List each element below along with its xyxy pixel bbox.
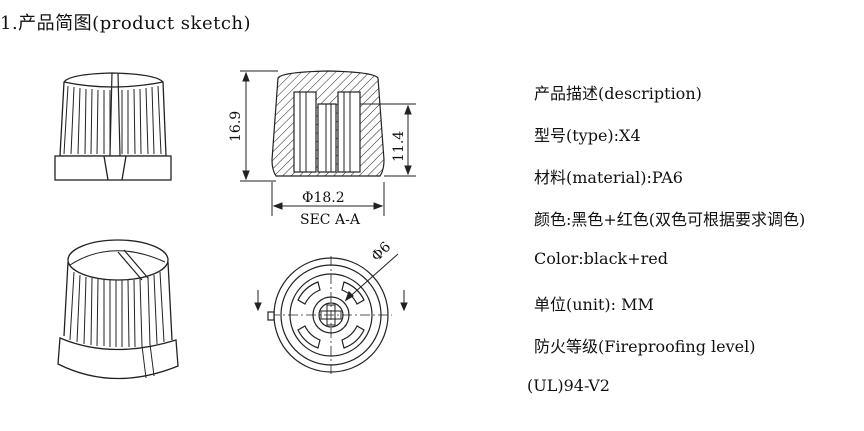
knob-perspective-view (57, 239, 179, 380)
section-markers (254, 290, 408, 312)
page-title: 1.产品简图(product sketch) (0, 13, 252, 34)
product-sketch: 16.9 11.4 Φ18.2 SEC A-A (54, 70, 416, 380)
spec-fireproof-grade: (UL)94-V2 (527, 376, 610, 395)
spec-description: 产品描述(description) (534, 84, 702, 103)
inner-height-dimension-label: 11.4 (391, 131, 407, 162)
height-dimension (240, 70, 278, 182)
spec-fireproof: 防火等级(Fireproofing level) (534, 337, 756, 356)
knob-front-view (54, 72, 172, 181)
spec-unit: 单位(unit): MM (534, 295, 654, 314)
spec-color-en: Color:black+red (534, 249, 668, 268)
height-dimension-label: 16.9 (228, 111, 244, 142)
spec-color-cn: 颜色:黑色+红色(双色可根据要求调色) (534, 210, 806, 229)
knob-bottom-view (267, 253, 399, 374)
diameter-dimension-label: Φ18.2 (302, 190, 345, 206)
spec-type: 型号(type):X4 (534, 126, 641, 145)
diameter-dimension (271, 182, 385, 216)
inner-height-dimension (360, 103, 416, 177)
spec-material: 材料(material):PA6 (534, 168, 683, 187)
section-view (271, 70, 385, 177)
section-label: SEC A-A (300, 212, 361, 228)
